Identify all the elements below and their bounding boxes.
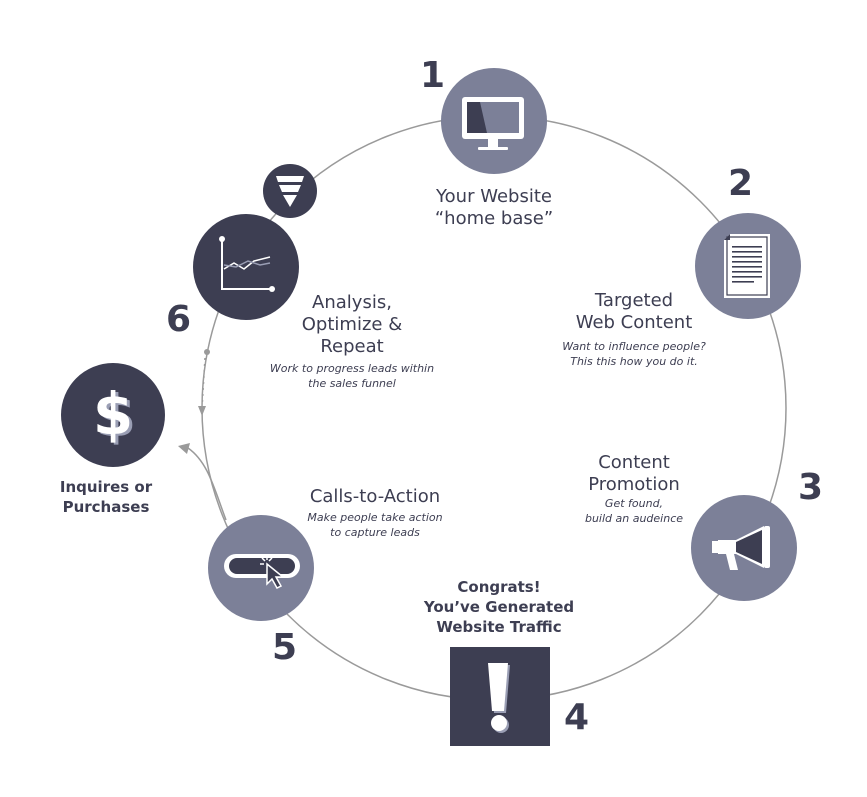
- curved-arrow-line: [187, 447, 227, 521]
- funnel-circle: [263, 164, 317, 218]
- megaphone-icon: [712, 526, 770, 570]
- cursor-button-icon: [224, 554, 300, 589]
- step-1-circle: [441, 68, 547, 174]
- step-5-number: 5: [272, 627, 298, 668]
- step-2-subtitle: Want to influence people? This this how …: [562, 340, 706, 368]
- step-4-number: 4: [564, 697, 590, 738]
- dotted-link-line: [201, 357, 206, 409]
- step-5-title: Calls-to-Action: [309, 486, 441, 507]
- outcome-label: Inquires or Purchases: [59, 478, 153, 516]
- exclamation-icon: [488, 663, 510, 733]
- monitor-icon: [462, 97, 524, 150]
- dotted-link-dot: [204, 349, 210, 355]
- step-4-box: [450, 647, 550, 746]
- step-6-circle: [193, 214, 299, 320]
- dollar-icon: $ $: [93, 380, 136, 450]
- step-2-number: 2: [728, 163, 754, 204]
- step-1-number: 1: [420, 55, 446, 96]
- curved-arrow-head: [178, 443, 190, 454]
- step-3-subtitle: Get found, build an audeince: [584, 497, 684, 525]
- step-1-title: Your Website “home base”: [434, 186, 554, 229]
- dotted-link-arrow: [198, 406, 206, 416]
- step-6-number: 6: [166, 299, 192, 340]
- document-icon: [724, 234, 770, 298]
- step-2-circle: [695, 213, 801, 319]
- svg-text:$: $: [96, 382, 136, 450]
- step-6-title: Analysis, Optimize & Repeat: [301, 292, 403, 357]
- step-2-title: Targeted Web Content: [575, 290, 693, 333]
- funnel-icon: [276, 176, 304, 207]
- step-3-title: Content Promotion: [588, 452, 680, 495]
- step-3-circle: [691, 495, 797, 601]
- step-4-title: Congrats! You’ve Generated Website Traff…: [423, 578, 575, 636]
- step-3-number: 3: [798, 467, 824, 508]
- step-5-circle: [208, 515, 314, 621]
- line-chart-icon: [219, 236, 275, 292]
- svg-text:$: $: [93, 380, 133, 448]
- step-5-subtitle: Make people take action to capture leads: [307, 511, 443, 539]
- step-6-subtitle: Work to progress leads within the sales …: [269, 362, 435, 390]
- outcome-circle: $ $: [61, 363, 165, 467]
